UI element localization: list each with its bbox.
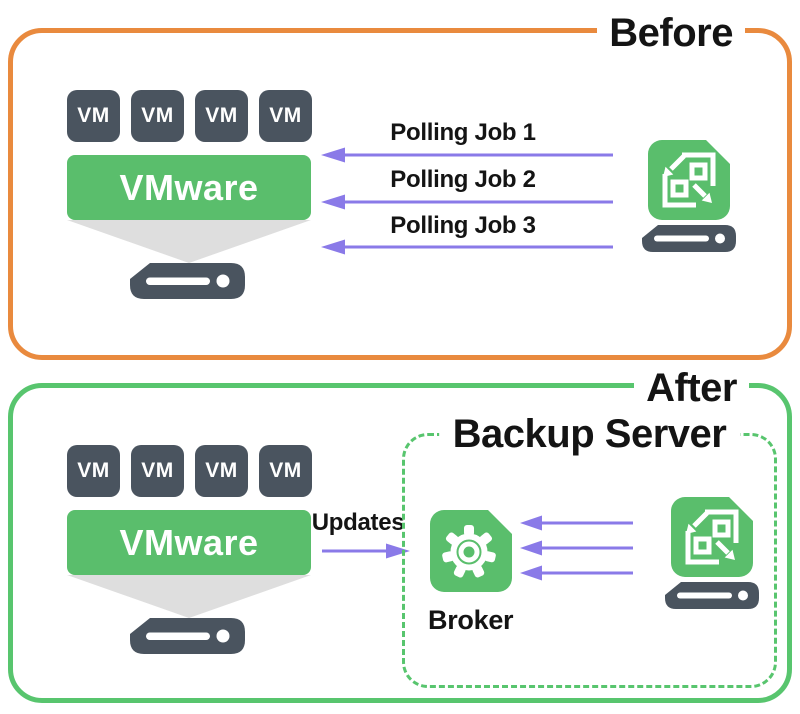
backup-server-title: Backup Server	[438, 410, 741, 458]
disk-drive-icon	[665, 582, 759, 609]
polling-arrow-3	[321, 239, 613, 255]
vm-icon: VM	[131, 90, 184, 142]
vm-icon: VM	[131, 445, 184, 497]
broker-arrow-2	[520, 540, 633, 556]
polling-job-3-label: Polling Job 3	[390, 212, 536, 239]
vmware-host-box: VMware	[67, 155, 311, 220]
before-panel-title: Before	[597, 10, 745, 56]
polling-job-2-label: Polling Job 2	[390, 166, 536, 193]
vm-icon: VM	[195, 90, 248, 142]
vmware-host-box: VMware	[67, 510, 311, 575]
vm-row: VM VM VM VM	[67, 445, 312, 497]
vm-icon: VM	[259, 90, 312, 142]
data-mover-appliance-icon	[671, 497, 753, 577]
backup-appliance-after	[665, 497, 759, 609]
backup-server-group: Backup Server	[402, 410, 777, 688]
backup-appliance-before	[642, 140, 736, 252]
vm-icon: VM	[67, 445, 120, 497]
polling-job-1-label: Polling Job 1	[390, 119, 536, 146]
broker-arrow-3	[520, 565, 633, 581]
updates-arrow	[322, 543, 410, 559]
funnel-shape	[67, 220, 311, 263]
broker-gear-icon	[430, 510, 512, 592]
disk-drive-icon	[130, 618, 245, 654]
broker-label: Broker	[428, 605, 514, 635]
vm-icon: VM	[67, 90, 120, 142]
after-panel: After VM VM VM VM VMware Updates Backup …	[8, 365, 792, 703]
funnel-shape	[67, 575, 311, 618]
broker-arrow-1	[520, 515, 633, 531]
data-mover-appliance-icon	[648, 140, 730, 220]
disk-drive-icon	[642, 225, 736, 252]
polling-arrow-2	[321, 194, 613, 210]
vm-row: VM VM VM VM	[67, 90, 312, 142]
vm-icon: VM	[259, 445, 312, 497]
before-panel: Before VM VM VM VM VMware Polling Job 1 …	[8, 10, 792, 360]
disk-drive-icon	[130, 263, 245, 299]
polling-arrow-1	[321, 147, 613, 163]
vm-icon: VM	[195, 445, 248, 497]
after-panel-title: After	[634, 365, 749, 411]
updates-label: Updates	[311, 509, 405, 536]
